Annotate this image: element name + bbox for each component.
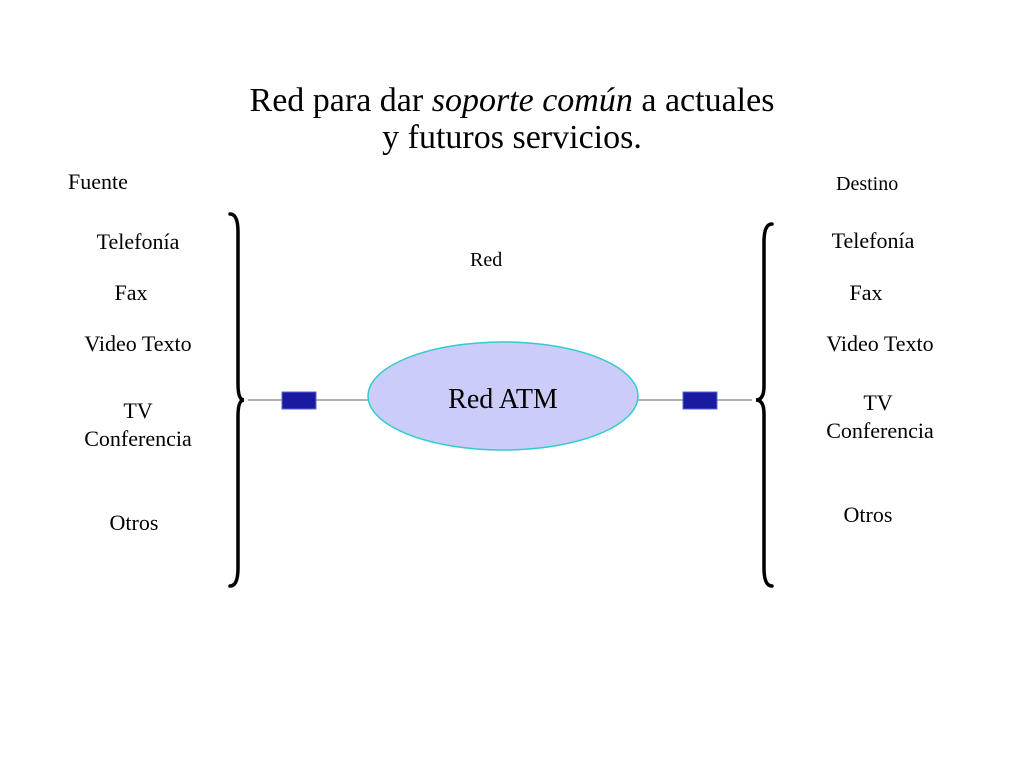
atm-network-ellipse [367,341,639,451]
destination-service-conferencia: Conferencia [826,418,934,443]
title-line-2: y futuros servicios. [382,119,642,156]
source-service-telefonia: Telefonía [96,229,180,254]
source-service-tv: TV [123,398,153,423]
source-service-video-texto: Video Texto [84,331,192,356]
network-caption: Red [470,249,503,271]
source-service-fax: Fax [114,280,148,305]
destination-service-otros: Otros [843,502,893,527]
destination-brace [755,222,774,588]
slide-title: Red para dar soporte común a actuales y … [112,82,912,156]
destination-service-fax: Fax [849,280,883,305]
title-part-1: Red para dar [249,82,432,119]
destination-service-tv: TV [863,390,893,415]
atm-network-label: Red ATM [448,384,558,415]
source-connector [281,391,317,410]
destination-heading: Destino [836,173,899,195]
source-service-otros: Otros [109,510,159,535]
source-service-conferencia: Conferencia [84,426,192,451]
destination-service-video-texto: Video Texto [826,331,934,356]
title-part-2: a actuales [632,82,775,119]
title-line-1: Red para dar soporte común a actuales [112,82,912,119]
destination-service-telefonia: Telefonía [831,228,915,253]
source-heading: Fuente [68,169,128,194]
source-brace [228,212,245,588]
title-emphasis: soporte común [431,82,633,119]
destination-connector [682,391,718,410]
